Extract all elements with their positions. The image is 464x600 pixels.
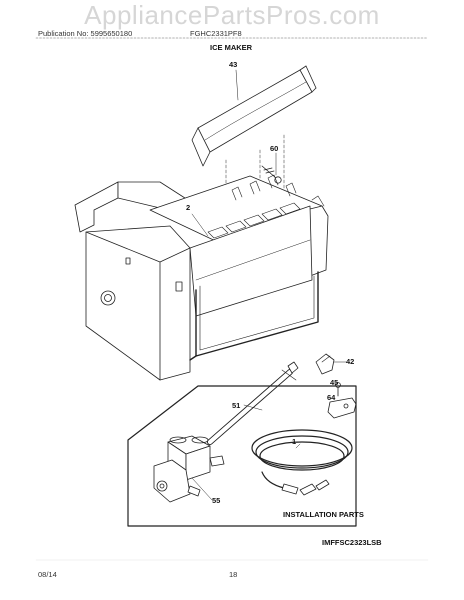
callout-60: 60 <box>270 144 279 153</box>
leader-51 <box>243 404 263 411</box>
callout-55: 55 <box>212 496 221 505</box>
part-51-fill-tube <box>207 361 299 445</box>
part-42-clip <box>315 353 335 375</box>
installation-parts-frame <box>127 385 357 527</box>
part-60-screw <box>261 165 282 184</box>
section-title: ICE MAKER <box>210 43 253 52</box>
model-number: FGHC2331PF8 <box>190 29 242 38</box>
callout-1: 1 <box>292 437 297 446</box>
page-number: 18 <box>229 570 238 579</box>
callout-42: 42 <box>346 357 355 366</box>
callout-43: 43 <box>229 60 238 69</box>
callout-64: 64 <box>327 393 336 402</box>
part-43-cover <box>191 65 317 167</box>
installation-parts-label: INSTALLATION PARTS <box>283 510 364 519</box>
diagram-code: IMFFSC2323LSB <box>322 538 382 547</box>
part-2-ice-maker-assembly <box>74 174 329 381</box>
leader-2 <box>191 213 209 237</box>
leader-55 <box>191 477 213 501</box>
footer-date: 08/14 <box>38 570 57 579</box>
part-1-water-line <box>251 429 353 496</box>
part-55-water-valve <box>153 435 225 503</box>
publication-number: Publication No: 5995650180 <box>38 29 133 38</box>
leader-1 <box>295 443 301 449</box>
leader-43 <box>235 69 239 101</box>
callout-51: 51 <box>232 401 241 410</box>
callout-45: 45 <box>330 378 339 387</box>
part-64-bracket <box>327 397 357 419</box>
callout-2: 2 <box>186 203 191 212</box>
watermark: AppliancePartsPros.com <box>84 0 380 30</box>
